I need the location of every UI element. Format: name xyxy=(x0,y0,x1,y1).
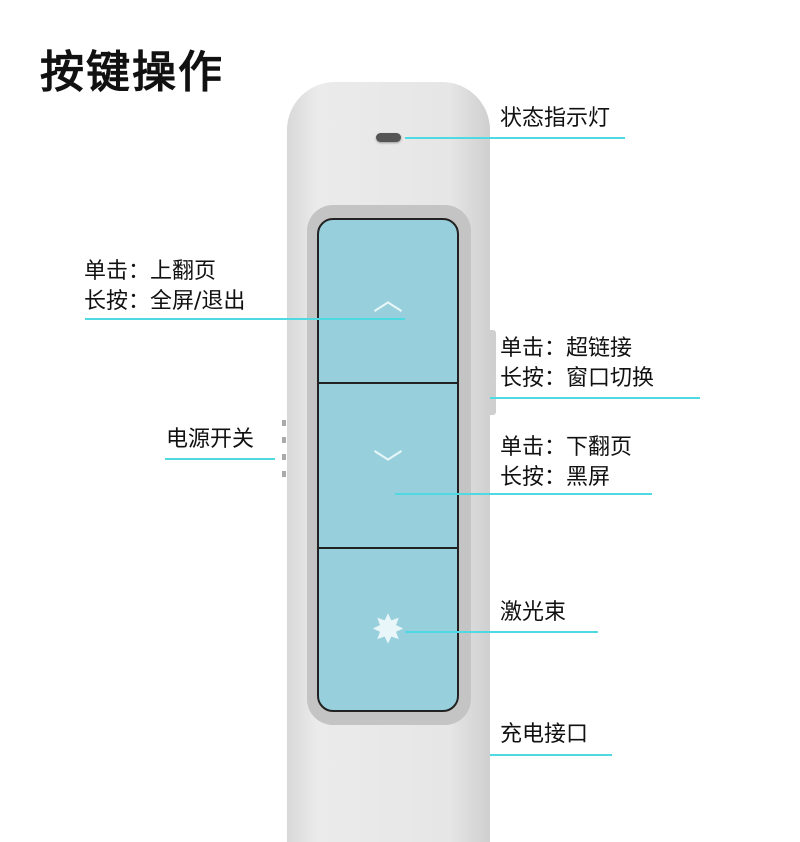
side-button[interactable] xyxy=(490,330,496,415)
leader-line xyxy=(405,631,598,633)
power-label: 电源开关 xyxy=(166,427,255,452)
status-light-label: 状态指示灯 xyxy=(500,106,611,131)
leader-line xyxy=(395,493,652,495)
up-long-label: 长按：全屏/退出 xyxy=(84,289,246,314)
down-long-label: 长按：黑屏 xyxy=(500,465,611,490)
laser-button[interactable]: ✸ xyxy=(317,547,459,712)
leader-line xyxy=(405,137,625,139)
down-click-label: 单击：下翻页 xyxy=(500,435,633,460)
laser-star-icon: ✸ xyxy=(371,606,405,653)
leader-line xyxy=(490,397,700,399)
power-switch[interactable] xyxy=(282,420,287,488)
page-title: 按键操作 xyxy=(40,47,224,98)
side-click-label: 单击：超链接 xyxy=(500,336,633,361)
chevron-up-icon: ︿ xyxy=(373,283,403,318)
page-down-button[interactable]: ﹀ xyxy=(317,382,459,549)
leader-line xyxy=(490,754,612,756)
side-long-label: 长按：窗口切换 xyxy=(500,366,655,391)
chevron-down-icon: ﹀ xyxy=(373,447,403,483)
laser-label: 激光束 xyxy=(500,600,567,625)
charge-port-label: 充电接口 xyxy=(500,722,589,747)
up-click-label: 单击：上翻页 xyxy=(84,259,217,284)
leader-line xyxy=(165,458,275,460)
leader-line xyxy=(85,318,405,320)
page-up-button[interactable]: ︿ xyxy=(317,218,459,384)
status-led xyxy=(376,133,401,142)
